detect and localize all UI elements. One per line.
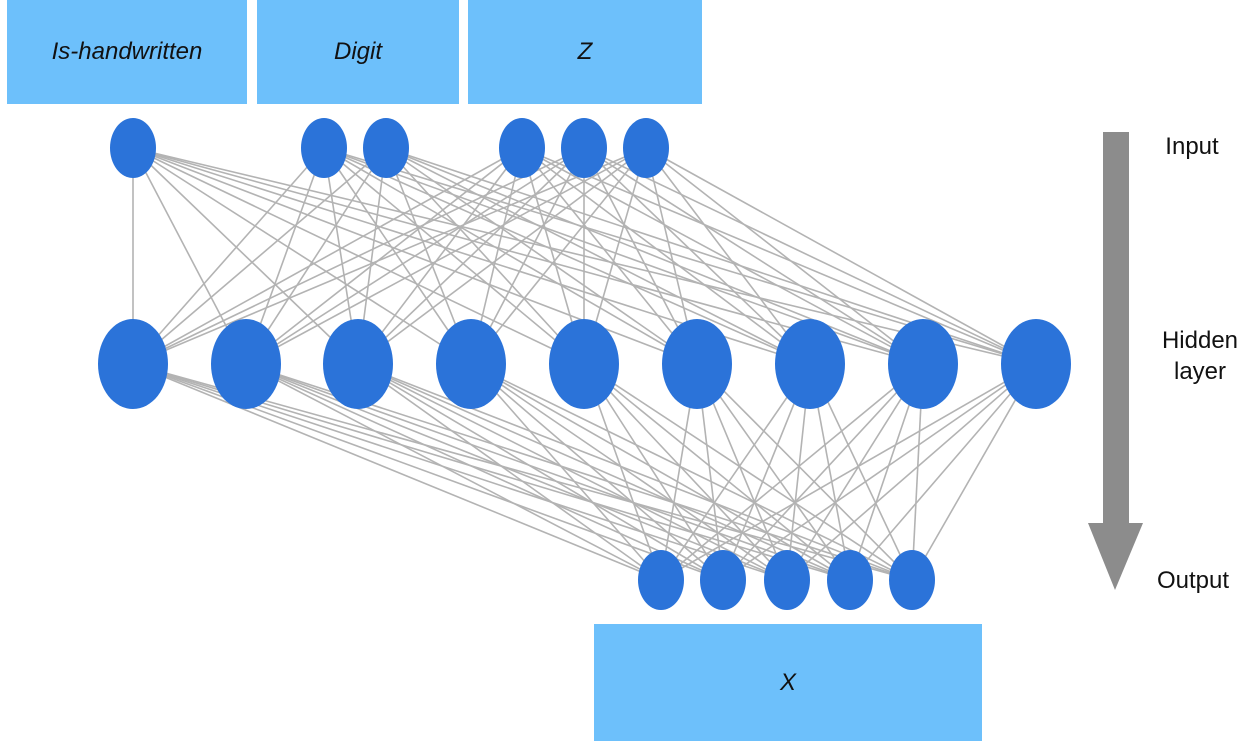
edge-input-4-hidden-6 — [583, 147, 811, 365]
input-node-0 — [110, 118, 156, 178]
edge-hidden-4-output-1 — [583, 363, 724, 581]
edge-input-3-hidden-8 — [521, 147, 1037, 365]
edge-input-5-hidden-8 — [645, 147, 1037, 365]
input-node-5 — [623, 118, 669, 178]
edge-input-4-hidden-2 — [357, 147, 585, 365]
output-node-0 — [638, 550, 684, 610]
edge-hidden-5-output-4 — [696, 363, 913, 581]
hidden-node-6 — [775, 319, 845, 409]
edge-input-2-hidden-0 — [132, 147, 387, 365]
edge-hidden-8-output-1 — [722, 363, 1037, 581]
edge-input-3-hidden-0 — [132, 147, 523, 365]
input-node-3 — [499, 118, 545, 178]
edge-input-1-hidden-6 — [323, 147, 811, 365]
edge-input-5-hidden-2 — [357, 147, 647, 365]
edge-hidden-3-output-1 — [470, 363, 724, 581]
edge-hidden-4-output-4 — [583, 363, 913, 581]
hidden-node-7 — [888, 319, 958, 409]
edge-input-4-hidden-8 — [583, 147, 1037, 365]
label-hidden-layer: Hidden layer — [1150, 325, 1250, 387]
edge-input-4-hidden-7 — [583, 147, 924, 365]
edge-input-4-hidden-1 — [245, 147, 585, 365]
nodes — [98, 118, 1071, 610]
edge-hidden-4-output-2 — [583, 363, 788, 581]
hidden-node-5 — [662, 319, 732, 409]
edge-input-3-hidden-2 — [357, 147, 523, 365]
hidden-node-3 — [436, 319, 506, 409]
input-node-2 — [363, 118, 409, 178]
hidden-node-0 — [98, 319, 168, 409]
input-group-z: Z — [468, 0, 702, 104]
input-node-1 — [301, 118, 347, 178]
hidden-node-2 — [323, 319, 393, 409]
edge-input-2-hidden-4 — [385, 147, 585, 365]
hidden-node-8 — [1001, 319, 1071, 409]
edge-input-5-hidden-0 — [132, 147, 647, 365]
edge-input-2-hidden-1 — [245, 147, 387, 365]
input-group-label: Is-handwritten — [51, 38, 203, 65]
edge-hidden-5-output-3 — [696, 363, 851, 581]
edge-hidden-2-output-0 — [357, 363, 662, 581]
edge-input-3-hidden-6 — [521, 147, 811, 365]
edge-hidden-3-output-3 — [470, 363, 851, 581]
edge-hidden-0-output-0 — [132, 363, 662, 581]
edge-hidden-8-output-0 — [660, 363, 1037, 581]
input-node-4 — [561, 118, 607, 178]
edge-input-1-hidden-5 — [323, 147, 698, 365]
edge-hidden-2-output-2 — [357, 363, 788, 581]
edge-hidden-3-output-4 — [470, 363, 913, 581]
edge-hidden-4-output-3 — [583, 363, 851, 581]
edge-input-1-hidden-3 — [323, 147, 472, 365]
edge-hidden-1-output-2 — [245, 363, 788, 581]
input-group-label: Digit — [333, 38, 382, 65]
edge-input-1-hidden-4 — [323, 147, 585, 365]
edge-hidden-8-output-3 — [849, 363, 1037, 581]
edge-hidden-1-output-0 — [245, 363, 662, 581]
output-group-label: X — [779, 668, 796, 696]
edge-hidden-6-output-0 — [660, 363, 811, 581]
label-hidden-line2: layer — [1173, 358, 1227, 385]
output-node-1 — [700, 550, 746, 610]
edge-input-2-hidden-5 — [385, 147, 698, 365]
arrow-shaft — [1103, 132, 1129, 527]
input-group-digit: Digit — [257, 0, 459, 104]
output-node-3 — [827, 550, 873, 610]
edge-hidden-2-output-3 — [357, 363, 851, 581]
edge-input-3-hidden-1 — [245, 147, 523, 365]
edge-hidden-7-output-0 — [660, 363, 924, 581]
output-node-4 — [889, 550, 935, 610]
edge-input-1-hidden-0 — [132, 147, 325, 365]
edge-hidden-1-output-1 — [245, 363, 724, 581]
label-output: Output — [1156, 567, 1230, 594]
edge-hidden-8-output-2 — [786, 363, 1037, 581]
output-node-2 — [764, 550, 810, 610]
edge-input-5-hidden-6 — [645, 147, 811, 365]
input-group-is-handwritten: Is-handwritten — [7, 0, 247, 104]
hidden-node-1 — [211, 319, 281, 409]
hidden-node-4 — [549, 319, 619, 409]
edge-input-5-hidden-1 — [245, 147, 647, 365]
label-hidden-line1: Hidden — [1161, 327, 1239, 354]
edge-input-5-hidden-7 — [645, 147, 924, 365]
edge-input-5-hidden-3 — [470, 147, 647, 365]
direction-arrow — [1088, 132, 1143, 590]
edge-hidden-7-output-2 — [786, 363, 924, 581]
edge-input-3-hidden-5 — [521, 147, 698, 365]
input-group-label: Z — [577, 38, 593, 65]
arrow-head-icon — [1088, 523, 1143, 590]
output-group-x: X — [594, 624, 982, 741]
edge-hidden-3-output-2 — [470, 363, 788, 581]
edge-hidden-7-output-1 — [722, 363, 924, 581]
label-input: Input — [1165, 133, 1219, 160]
edge-hidden-2-output-1 — [357, 363, 724, 581]
edge-input-4-hidden-0 — [132, 147, 585, 365]
edge-input-3-hidden-7 — [521, 147, 924, 365]
edge-input-0-hidden-3 — [132, 147, 472, 365]
edge-input-0-hidden-2 — [132, 147, 359, 365]
edge-hidden-3-output-0 — [470, 363, 662, 581]
